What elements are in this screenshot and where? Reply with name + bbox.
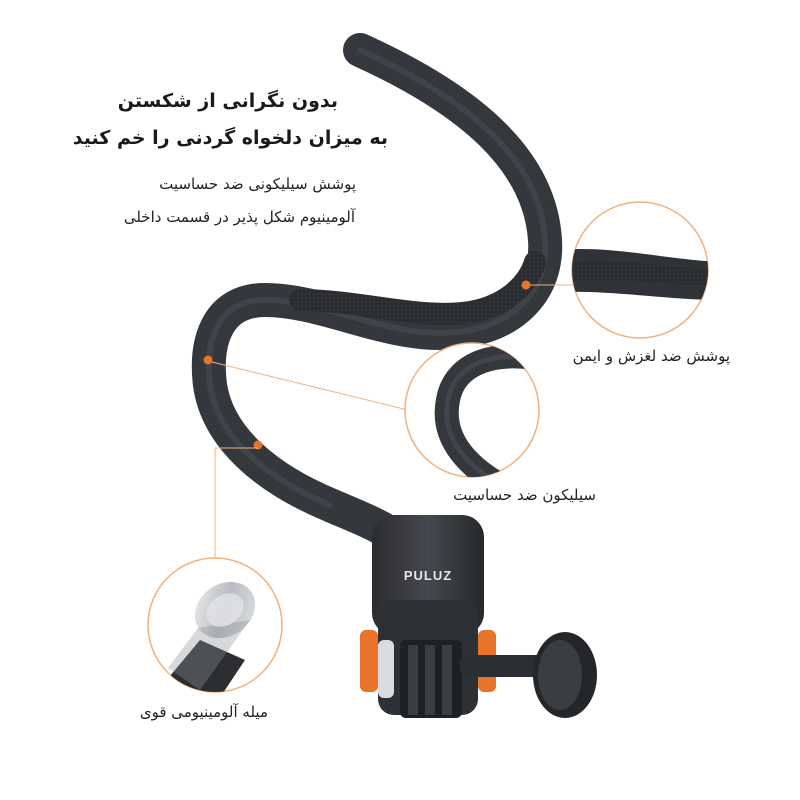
- feature-line-2: آلومینیوم شکل پذیر در قسمت داخلی: [123, 208, 355, 226]
- callout-silicone: [203, 342, 540, 478]
- anti-slip-pad: [289, 251, 546, 325]
- feature-line-1: پوشش سیلیکونی ضد حساسیت: [159, 175, 356, 193]
- headline-line-2: به میزان دلخواه گردنی را خم کنید: [72, 127, 388, 149]
- callout-aluminum-rod: [147, 440, 283, 693]
- label-aluminum-rod: میله آلومینیومی قوی: [139, 703, 268, 721]
- screw-shaft: [460, 655, 545, 677]
- brand-logo: PULUZ: [404, 568, 452, 583]
- label-anti-slip: پوشش ضد لغزش و ایمن: [572, 347, 730, 365]
- callout-dot: [253, 440, 263, 450]
- headline-line-1: بدون نگرانی از شکستن: [117, 90, 338, 112]
- neck-band-highlight: [205, 47, 549, 508]
- callout-dot: [203, 355, 213, 365]
- label-silicone: سیلیکون ضد حساسیت: [453, 486, 596, 504]
- callout-anti-slip: [521, 201, 709, 339]
- mount-head: PULUZ: [360, 515, 597, 718]
- side-pin: [378, 640, 394, 698]
- side-knob-left: [360, 630, 378, 692]
- callout-dot: [521, 280, 531, 290]
